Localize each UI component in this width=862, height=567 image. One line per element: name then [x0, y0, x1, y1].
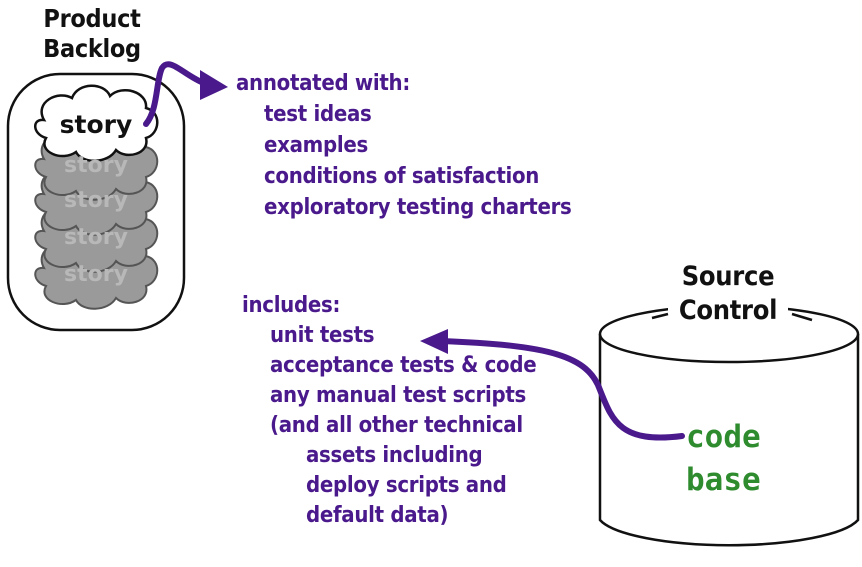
code-base-label: code base: [686, 416, 761, 502]
code-base-line2: base: [686, 462, 761, 498]
includes-arrow: [420, 329, 685, 441]
story-label-stack-3: story: [64, 225, 128, 250]
annotation-item: test ideas: [264, 102, 372, 127]
cylinder-dash-left: [651, 312, 669, 320]
story-label-stack-1: story: [64, 153, 128, 178]
source-control-title-line2: Control: [678, 295, 778, 326]
cylinder-dash-right: [791, 312, 813, 322]
product-backlog-title: Product Backlog: [22, 4, 162, 64]
source-control-title-line1: Source: [681, 261, 775, 292]
story-label-top: story: [60, 110, 133, 139]
source-control-title-backdrop: [668, 292, 788, 332]
annotation-item: exploratory testing charters: [264, 195, 572, 220]
annotations-heading: annotated with:: [236, 71, 410, 96]
annotation-arrow: [143, 61, 228, 127]
source-control-cylinder: [598, 304, 860, 547]
source-control-title: Source Control: [668, 260, 788, 328]
annotation-item: conditions of satisfaction: [264, 164, 540, 189]
annotation-item: examples: [264, 133, 368, 158]
includes-item: any manual test scripts: [270, 383, 527, 408]
code-base-line1: code: [686, 419, 761, 455]
includes-item: (and all other technical: [270, 413, 523, 438]
story-label-stack-2: story: [64, 188, 128, 213]
includes-item: unit tests: [270, 323, 375, 348]
product-backlog-title-line1: Product: [43, 4, 141, 33]
includes-sub-item: assets including: [306, 443, 483, 468]
annotations-list: annotated with: test ideas examples cond…: [236, 70, 572, 221]
story-label-stack-4: story: [64, 262, 128, 287]
product-backlog-title-line2: Backlog: [43, 34, 141, 63]
includes-list: includes: unit tests acceptance tests & …: [242, 292, 537, 529]
includes-item: acceptance tests & code: [270, 353, 537, 378]
includes-sub-item: deploy scripts and: [306, 473, 507, 498]
includes-sub-item: default data): [306, 503, 449, 528]
includes-heading: includes:: [242, 293, 341, 318]
